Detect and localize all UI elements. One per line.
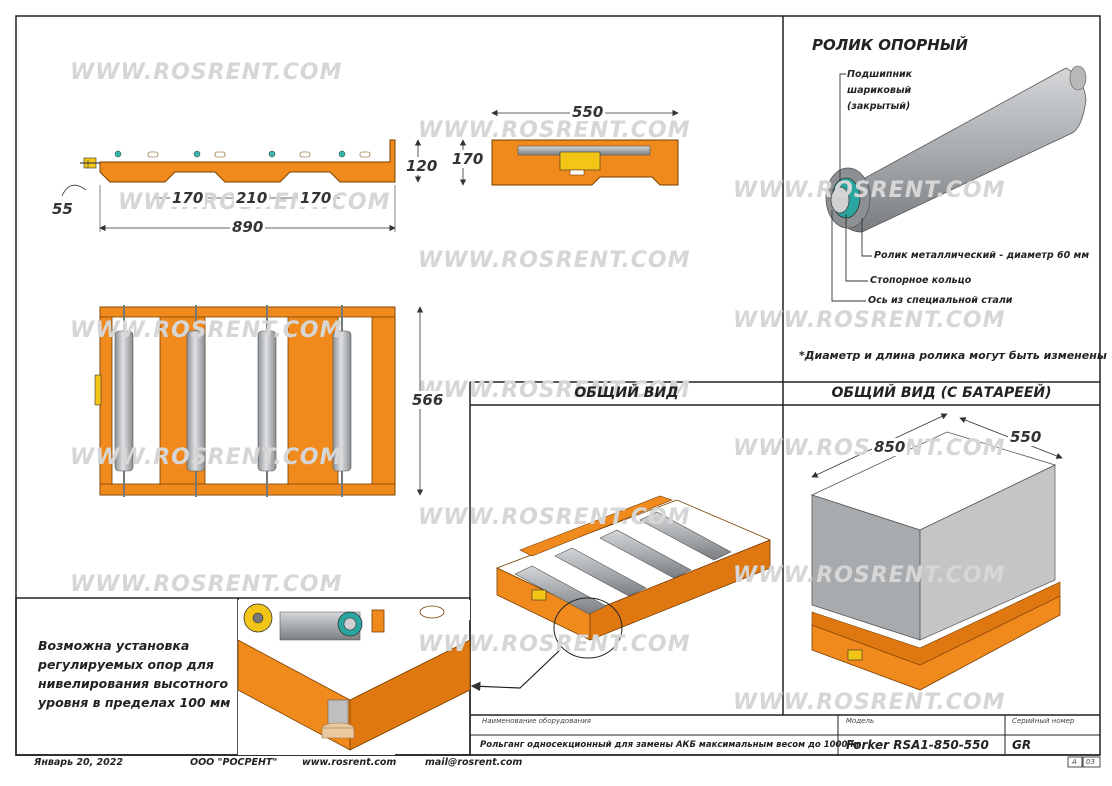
sheet-format: А <box>1072 758 1077 766</box>
equipment-label: Наименование оборудования <box>482 717 591 725</box>
bearing-label-3: (закрытый) <box>847 101 911 112</box>
adjustable-feet-note: Возможна установка регулируемых опор для… <box>38 638 231 710</box>
footer-mail[interactable]: mail@rosrent.com <box>425 757 523 768</box>
general-view-iso <box>470 495 772 692</box>
watermark: WWW.ROSRENT.COM <box>733 563 1006 588</box>
dim-side-length: 890 <box>230 218 266 236</box>
watermark: WWW.ROSRENT.COM <box>418 632 691 657</box>
axle-label: Ось из специальной стали <box>868 295 1013 306</box>
roller-metal-label: Ролик металлический - диаметр 60 мм <box>874 250 1090 261</box>
dim-end-height: 170 <box>450 150 486 168</box>
dim-battery-width: 550 <box>1008 428 1044 446</box>
model-label: Модель <box>846 717 875 725</box>
watermark: WWW.ROSRENT.COM <box>70 445 343 470</box>
serial-value: GR <box>1012 738 1032 752</box>
watermark: WWW.ROSRENT.COM <box>418 248 691 273</box>
general-view-battery-title: ОБЩИЙ ВИД (С БАТАРЕЕЙ) <box>831 385 1052 401</box>
dim-side-height: 120 <box>404 157 440 175</box>
sheet-number: 03 <box>1086 758 1095 766</box>
retaining-ring-label: Стопорное кольцо <box>870 275 972 286</box>
serial-label: Серийный номер <box>1012 717 1075 725</box>
watermark: WWW.ROSRENT.COM <box>70 572 343 597</box>
top-view <box>94 305 424 497</box>
general-view-battery <box>810 413 1063 691</box>
roller-detail <box>825 65 1087 302</box>
watermark: WWW.ROSRENT.COM <box>418 505 691 530</box>
general-view-title: ОБЩИЙ ВИД <box>574 385 679 401</box>
roller-footnote: *Диаметр и длина ролика могут быть измен… <box>799 349 1107 362</box>
footer-date: Январь 20, 2022 <box>34 757 123 768</box>
watermark: WWW.ROSRENT.COM <box>70 60 343 85</box>
watermark: WWW.ROSRENT.COM <box>418 378 691 403</box>
footer-site[interactable]: www.rosrent.com <box>302 757 397 768</box>
watermark: WWW.ROSRENT.COM <box>733 436 1006 461</box>
watermark: WWW.ROSRENT.COM <box>733 178 1006 203</box>
dim-side-offset: 55 <box>50 200 75 218</box>
equipment-value: Рольганг односекционный для замены АКБ м… <box>480 740 861 750</box>
detail-zoom <box>237 600 471 755</box>
model-value: Forker RSA1-850-550 <box>846 738 989 752</box>
watermark: WWW.ROSRENT.COM <box>733 690 1006 715</box>
dim-end-width: 550 <box>570 103 606 121</box>
roller-title: РОЛИК ОПОРНЫЙ <box>812 36 968 54</box>
dim-battery-length: 850 <box>872 438 908 456</box>
dim-top-depth: 566 <box>410 391 446 409</box>
footer-company: ООО "РОСРЕНТ" <box>190 757 278 768</box>
watermark: WWW.ROSRENT.COM <box>733 308 1006 333</box>
bearing-label-2: шариковый <box>847 85 912 96</box>
watermark: WWW.ROSRENT.COM <box>70 318 343 343</box>
bearing-label-1: Подшипник <box>847 69 913 80</box>
watermark: WWW.ROSRENT.COM <box>418 118 691 143</box>
dim-side-seg-left: 170 <box>170 189 206 207</box>
dim-side-seg-mid: 210 <box>234 189 270 207</box>
dim-side-seg-right: 170 <box>298 189 334 207</box>
